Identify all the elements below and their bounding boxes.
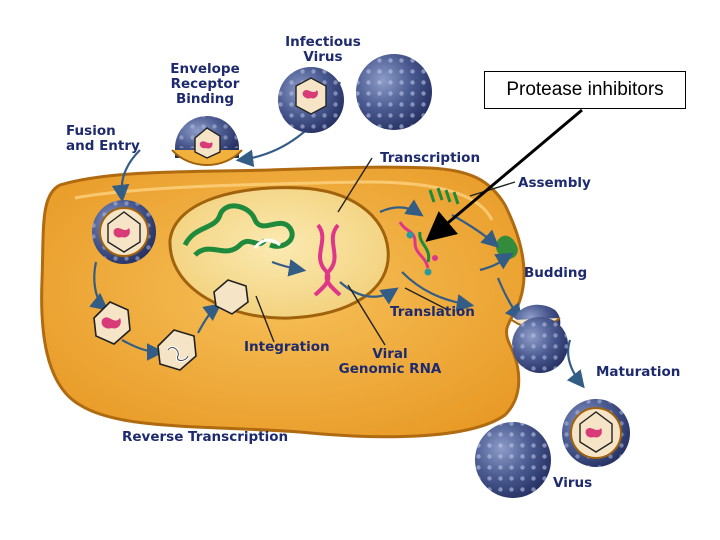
label-assembly: Assembly [518,175,591,191]
viral-rna-nucleus [313,223,342,297]
label-maturation: Maturation [596,364,681,380]
label-leaders [255,157,516,346]
label-reverse-transcription: Reverse Transcription [122,429,289,445]
label-translation: Translation [390,304,475,320]
released-virion [475,422,551,498]
binding-virion [278,67,344,133]
protease-inhibitor-arrow [425,108,583,242]
cytoplasm-capsid [93,301,131,345]
protease-inhibitors-callout: Protease inhibitors [484,71,686,109]
infectious-virion [356,54,432,130]
label-transcription: Transcription [380,150,481,166]
reverse-transcription-capsid [157,329,197,371]
integrated-dna [182,203,295,257]
mature-virion [562,399,630,467]
label-budding: Budding [524,265,588,281]
fusion-virion [92,200,156,264]
immature-virion [512,317,568,373]
label-fusion-and-entry: Fusion and Entry [66,123,140,154]
label-infectious-virus: Infectious Virus [285,34,361,65]
label-integration: Integration [244,339,330,355]
receptor-bound-virion [171,116,243,166]
label-viral-genomic-rna: Viral Genomic RNA [338,346,442,377]
label-envelope-receptor-binding: Envelope Receptor Binding [170,61,240,107]
integration-capsid [213,279,249,315]
label-virus: Virus [553,475,593,491]
